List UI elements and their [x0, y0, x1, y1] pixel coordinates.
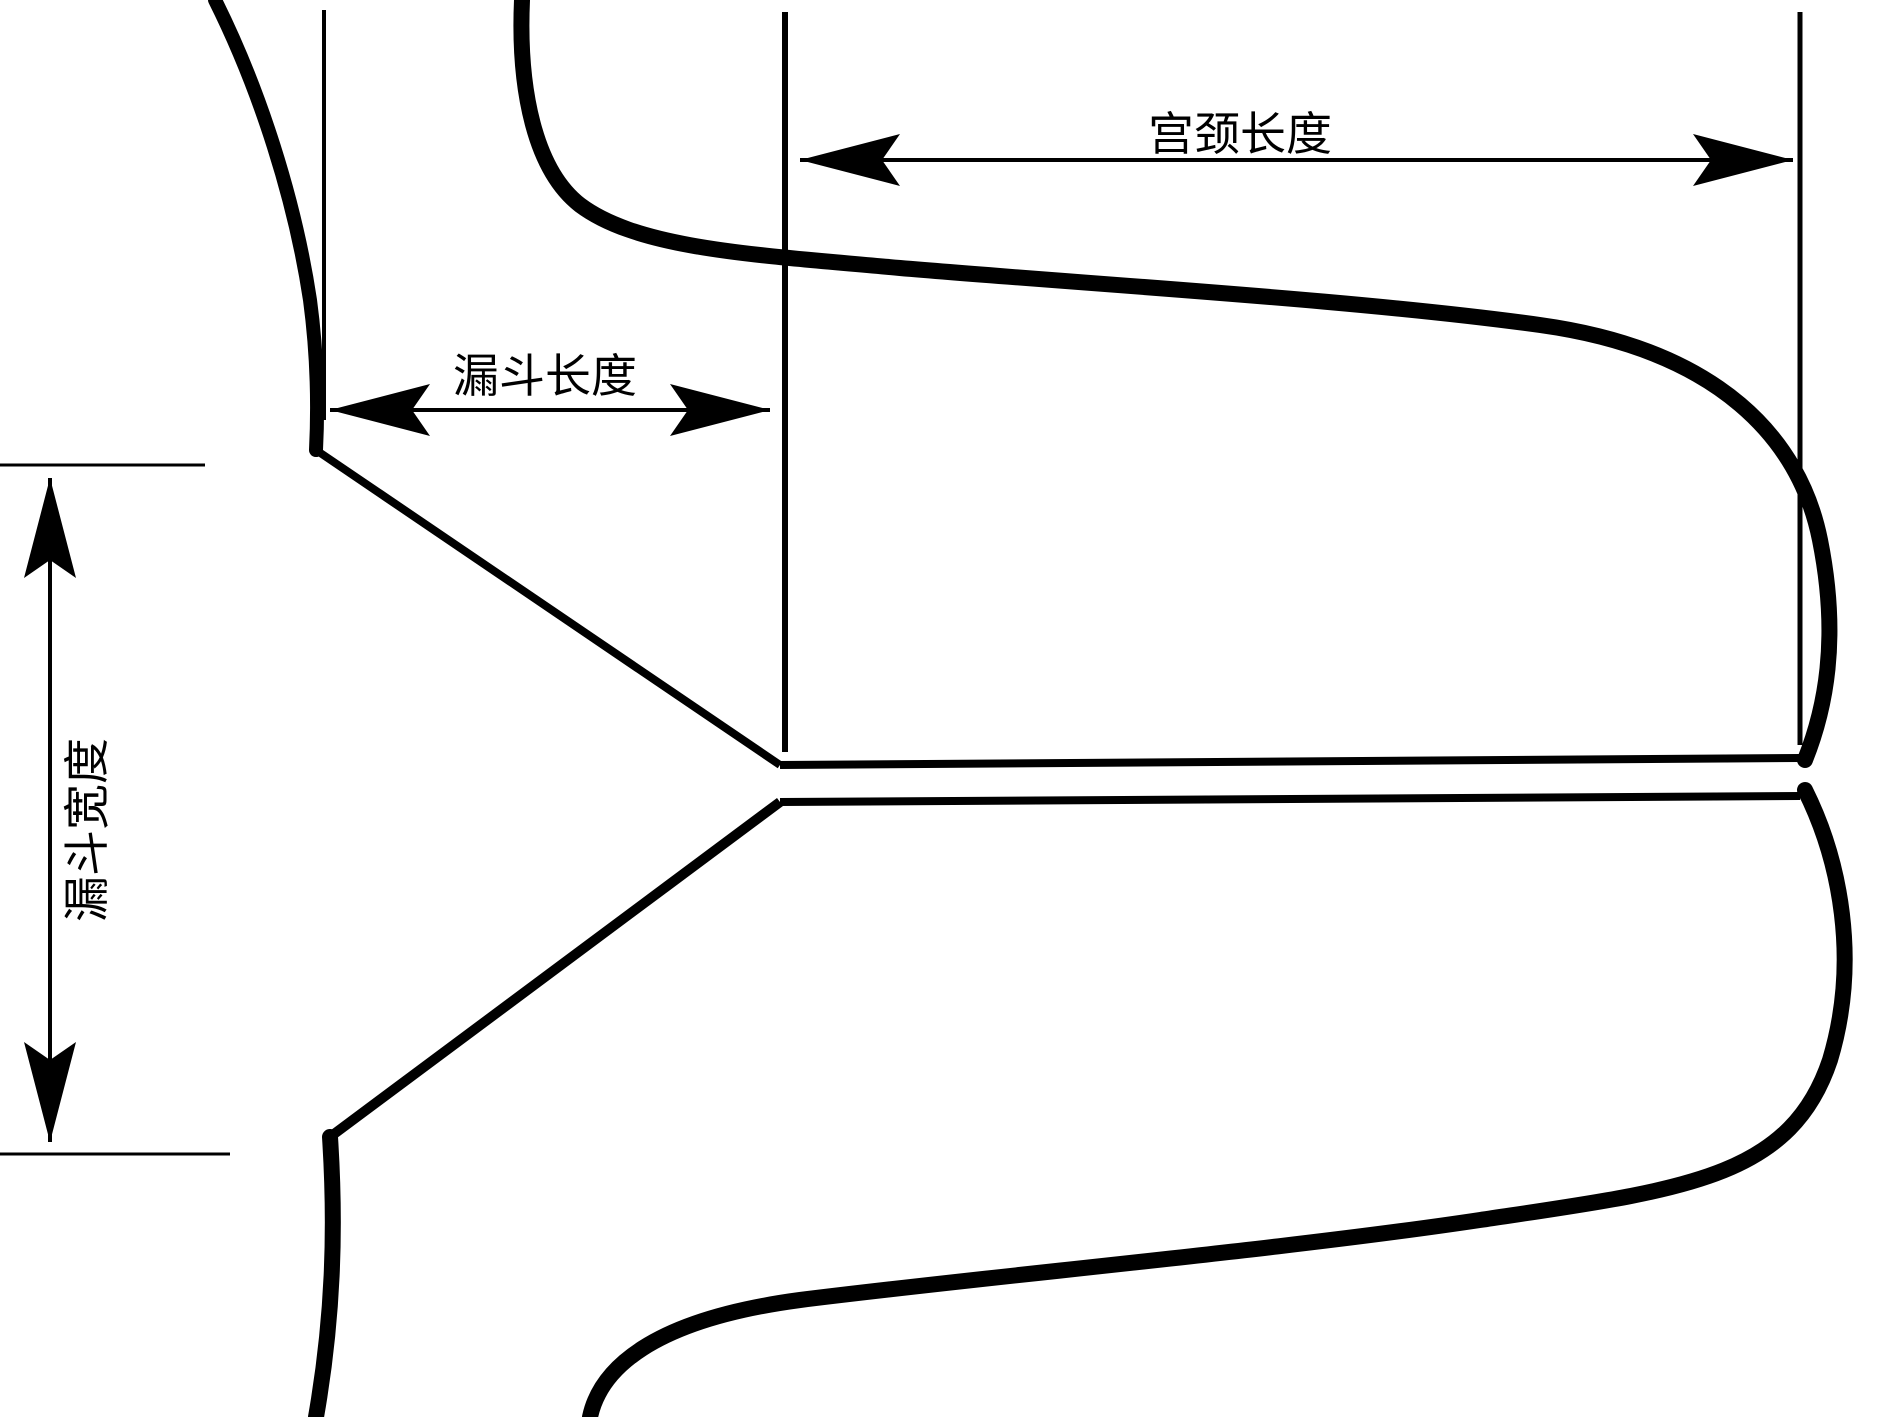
cervical-length-label: 宫颈长度 [1148, 107, 1332, 161]
upper-left-wall-outline [208, 0, 325, 457]
lower-cervix-outline [582, 782, 1853, 1417]
funnel-lower-edge [327, 797, 783, 1142]
cervical-canal-upper-line [779, 754, 1801, 769]
funnel-length-label: 漏斗长度 [453, 349, 637, 403]
upper-cervix-outline [513, 0, 1838, 768]
funnel-width-label: 漏斗宽度 [60, 738, 114, 922]
lower-left-wall-outline [308, 1129, 341, 1417]
cervical-canal-lower-line [779, 792, 1801, 806]
funnel-upper-edge [313, 446, 783, 769]
